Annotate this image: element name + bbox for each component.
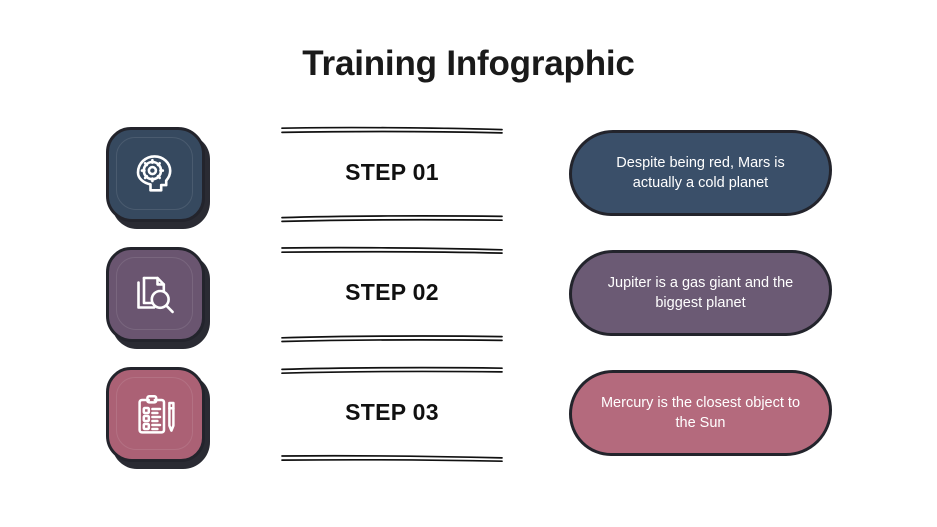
- step-label: STEP 03: [345, 399, 439, 425]
- divider-rule-top: [281, 126, 503, 135]
- tile-face: [106, 127, 205, 222]
- message-bubble-step-01[interactable]: Despite being red, Mars is actually a co…: [569, 130, 832, 216]
- page-title: Training Infographic: [302, 44, 635, 83]
- icon-tile-step-02[interactable]: [103, 244, 221, 356]
- step-label: STEP 02: [345, 279, 439, 305]
- step-label-block: STEP 01: [281, 118, 503, 240]
- tile-face: [106, 367, 205, 462]
- step-row: STEP 03 Mercury is the closest object to…: [0, 358, 937, 480]
- divider-rule-top: [281, 246, 503, 255]
- step-row: STEP 01 Despite being red, Mars is actua…: [0, 118, 937, 240]
- step-label-block: STEP 02: [281, 238, 503, 360]
- divider-rule-top: [281, 366, 503, 375]
- bubble-text: Mercury is the closest object to the Sun: [600, 395, 801, 431]
- divider-rule-bottom: [281, 454, 503, 463]
- step-row: STEP 02 Jupiter is a gas giant and the b…: [0, 238, 937, 360]
- step-label: STEP 01: [345, 159, 439, 185]
- divider-rule-bottom: [281, 334, 503, 343]
- bubble-text: Despite being red, Mars is actually a co…: [616, 155, 785, 191]
- head-gear-icon: [130, 149, 182, 201]
- clipboard-pen-icon: [130, 389, 182, 441]
- icon-tile-step-01[interactable]: [103, 124, 221, 236]
- document-search-icon: [130, 269, 182, 321]
- message-bubble-step-03[interactable]: Mercury is the closest object to the Sun: [569, 370, 832, 456]
- tile-face: [106, 247, 205, 342]
- message-bubble-step-02[interactable]: Jupiter is a gas giant and the biggest p…: [569, 250, 832, 336]
- icon-tile-step-03[interactable]: [103, 364, 221, 476]
- divider-rule-bottom: [281, 214, 503, 223]
- step-label-block: STEP 03: [281, 358, 503, 480]
- bubble-text: Jupiter is a gas giant and the biggest p…: [607, 275, 794, 311]
